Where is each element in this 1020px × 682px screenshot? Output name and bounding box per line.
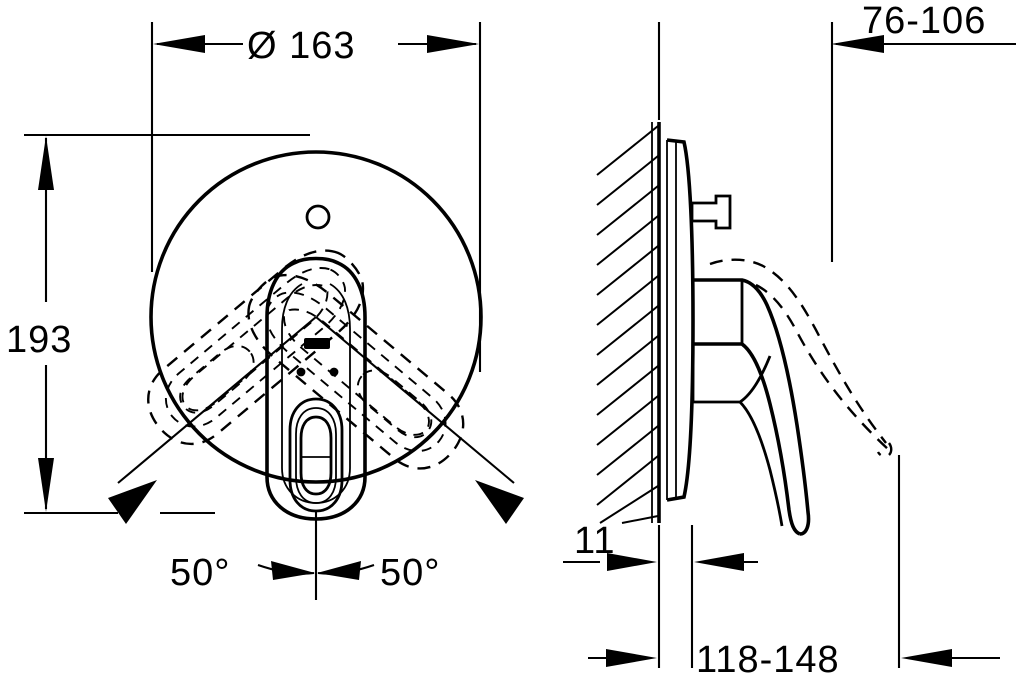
lever-side-lower-tail bbox=[738, 401, 784, 527]
lever-outline-left-2 bbox=[265, 291, 447, 452]
lever-handle-outline bbox=[265, 256, 367, 521]
lever-side-bottom-curve bbox=[693, 342, 801, 536]
dimension-118-148: 118-148 bbox=[588, 639, 1000, 681]
arrowhead-arc-right bbox=[317, 561, 361, 580]
angle-dimension-arcs bbox=[257, 561, 375, 580]
lever-outline-right-3 bbox=[181, 284, 329, 412]
lever-dashed-mid bbox=[755, 283, 890, 451]
arrowhead-top-193 bbox=[38, 136, 54, 190]
dimension-label-angle-left: 50° bbox=[170, 552, 230, 594]
arrowhead-right-163 bbox=[427, 35, 479, 53]
handle-dot-right bbox=[329, 367, 339, 377]
wall-hatching bbox=[596, 125, 659, 524]
angle-leader-lines bbox=[117, 316, 515, 484]
arrowhead-angle-right bbox=[475, 480, 524, 524]
dimension-label-11: 11 bbox=[574, 520, 615, 562]
side-view: 76-106 11 118-148 bbox=[563, 0, 1016, 681]
arrowhead-118-left bbox=[606, 649, 657, 667]
angle-leader-right bbox=[315, 316, 515, 484]
escutcheon-plate-side bbox=[666, 138, 695, 502]
lever-handle-front bbox=[265, 256, 367, 521]
dimension-label-118-148: 118-148 bbox=[696, 639, 840, 681]
lever-dashed-upper bbox=[709, 258, 887, 444]
escutcheon-plate-circle bbox=[149, 150, 483, 484]
lever-outline-left-1 bbox=[247, 273, 465, 470]
arrowhead-bottom-193 bbox=[38, 458, 54, 512]
dimension-label-diameter: Ø 163 bbox=[247, 25, 356, 67]
plate-small-hole bbox=[305, 204, 331, 230]
diverter-pin-outline bbox=[690, 194, 732, 230]
arrowhead-left-163 bbox=[153, 35, 205, 53]
lever-outline-left-3 bbox=[283, 308, 430, 436]
dimension-height-193: 193 bbox=[6, 136, 72, 512]
lever-outline-right-2 bbox=[165, 267, 346, 428]
angle-leader-left bbox=[117, 316, 317, 484]
height-extension-lines bbox=[24, 133, 310, 515]
lever-handle-side-raised-dashed bbox=[709, 258, 893, 458]
arrowhead-11-left bbox=[607, 553, 657, 571]
handle-indicator-mark bbox=[304, 338, 330, 349]
lever-slot-mid bbox=[295, 407, 337, 504]
diverter-pin bbox=[690, 194, 732, 230]
arrowhead-angle-left bbox=[108, 480, 157, 524]
dimension-diameter-163: Ø 163 bbox=[153, 25, 479, 67]
plate-side-outer bbox=[666, 138, 695, 502]
lever-slot-inner bbox=[299, 415, 333, 496]
dimension-label-angle-right: 50° bbox=[380, 552, 440, 594]
dimension-76-106: 76-106 bbox=[831, 0, 1016, 53]
angle-arrowheads-outer bbox=[108, 480, 524, 524]
arrowhead-11-right bbox=[694, 553, 744, 571]
arrowhead-arc-left bbox=[271, 561, 315, 580]
lever-dashed-tip bbox=[876, 442, 893, 458]
dimension-label-height: 193 bbox=[6, 319, 72, 361]
lever-handle-side-solid bbox=[691, 278, 811, 536]
arrowhead-118-right bbox=[901, 649, 952, 667]
lever-side-body-lower bbox=[691, 344, 772, 404]
arrowhead-76-106 bbox=[831, 35, 884, 53]
dimension-label-76-106: 76-106 bbox=[862, 0, 986, 42]
lever-outline-right-1 bbox=[147, 249, 365, 446]
side-view-extension-lines bbox=[657, 22, 901, 668]
lever-side-top-curve bbox=[693, 278, 811, 536]
dimension-11: 11 bbox=[563, 520, 758, 571]
handle-dot-left bbox=[296, 367, 306, 377]
front-view: Ø 163 193 bbox=[6, 22, 524, 600]
